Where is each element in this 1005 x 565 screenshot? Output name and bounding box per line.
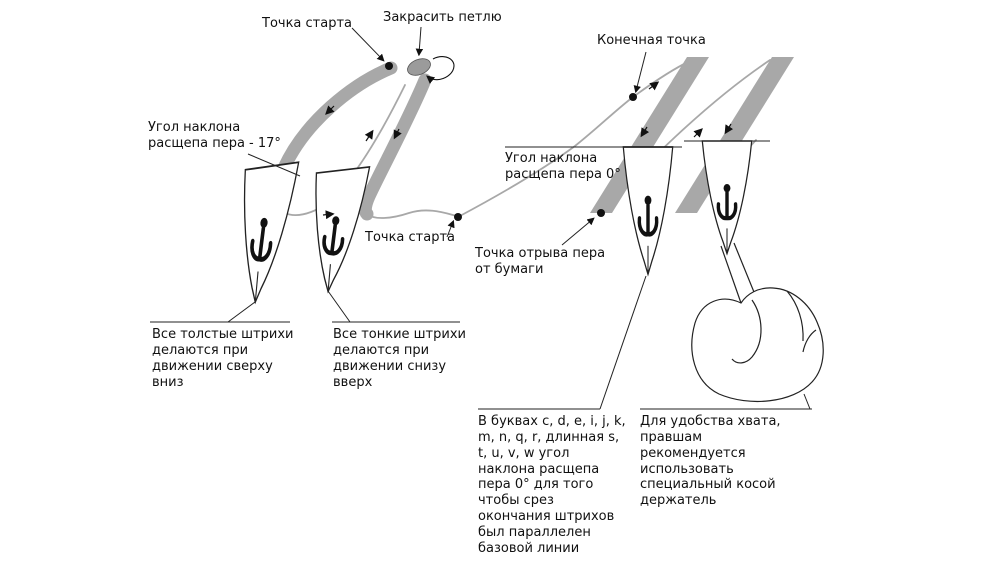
- thick-stroke: [358, 73, 432, 221]
- label-thick-strokes-note: Все толстые штрихи делаются при движении…: [152, 327, 294, 390]
- hairline-join: [600, 59, 771, 212]
- pen-nib-right-2: [702, 141, 751, 254]
- end-point-dot: [629, 93, 637, 101]
- thick-bar: [675, 57, 794, 213]
- pen-nib-right-1: [623, 147, 672, 274]
- label-overlines: [150, 321, 812, 410]
- pen-nib-left-1: [229, 156, 298, 305]
- liftoff-point-dot: [597, 209, 605, 217]
- hairline-exit: [366, 209, 458, 219]
- point-dots: [385, 62, 637, 221]
- loop-arrow: [426, 56, 455, 84]
- label-nib-angle-0: Угол наклона расщепа пера 0°: [505, 151, 621, 182]
- label-thin-strokes-note: Все тонкие штрихи делаются при движении …: [333, 327, 466, 390]
- label-pen-liftoff: Точка отрыва пера от бумаги: [475, 246, 606, 277]
- label-start-point-top: Точка старта: [262, 16, 353, 31]
- label-letters-note: В буквах c, d, e, i, j, k, m, n, q, r, д…: [478, 414, 626, 556]
- start-point-dot: [385, 62, 393, 70]
- direction-arrows: [322, 81, 734, 220]
- label-start-point-bottom: Точка старта: [365, 230, 456, 245]
- loop-blob: [407, 56, 455, 84]
- label-fill-loop: Закрасить петлю: [383, 10, 502, 25]
- thick-bar: [590, 57, 709, 213]
- start-point-dot: [454, 213, 462, 221]
- hand-illustration: [691, 287, 824, 403]
- leader-lines: [227, 26, 811, 410]
- pen-holder: [720, 242, 757, 304]
- hairline-entry: [457, 60, 691, 218]
- label-holder-note: Для удобства хвата, правшам рекомендуетс…: [640, 414, 781, 509]
- label-nib-angle-17: Угол наклона расщепа пера - 17°: [148, 120, 281, 151]
- pen-nib-left-2: [302, 161, 369, 295]
- baseline-guides: [505, 140, 770, 148]
- label-end-point: Конечная точка: [597, 33, 706, 48]
